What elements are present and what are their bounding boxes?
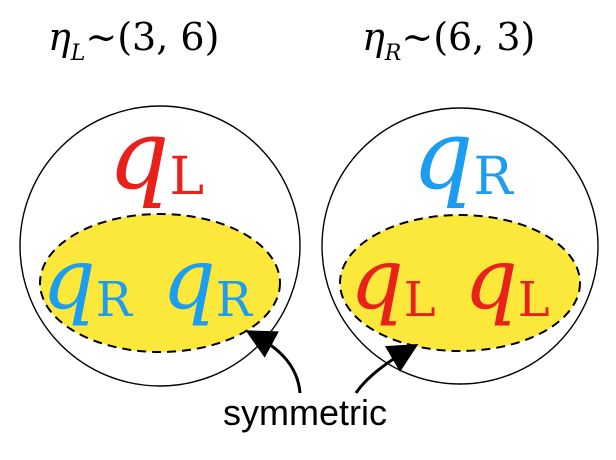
- left-heading-symbol: η: [48, 15, 71, 59]
- right-top-particle-letter: q: [412, 99, 473, 211]
- right-heading-subscript: R: [384, 41, 402, 66]
- left-top-particle-letter: q: [108, 99, 169, 211]
- right-heading: ηR∼(6, 3): [362, 15, 535, 66]
- left-pair-1-letter: q: [42, 230, 96, 328]
- left-pair-2-letter: q: [162, 230, 216, 328]
- right-pair-2-subscript: L: [518, 272, 550, 328]
- right-heading-relation: ∼(6, 3): [401, 15, 535, 59]
- left-pair-2-subscript: R: [216, 272, 254, 328]
- symmetric-caption: symmetric: [223, 392, 387, 433]
- right-top-particle: qR: [412, 99, 514, 211]
- left-heading-relation: ∼(3, 6): [85, 15, 219, 59]
- left-pair-particle-2: qR: [162, 230, 254, 328]
- right-pair-2-letter: q: [464, 230, 518, 328]
- left-heading-subscript: L: [70, 41, 86, 66]
- left-symmetric-ellipse: [39, 213, 281, 353]
- right-pair-particle-1: qL: [350, 230, 436, 328]
- right-symmetric-arrow: [354, 343, 419, 394]
- right-symmetric-ellipse: [339, 214, 581, 352]
- left-particle-circle: [19, 105, 301, 387]
- right-heading-symbol: η: [362, 15, 385, 59]
- left-symmetric-arrow: [245, 330, 302, 394]
- left-pair-particle-1: qR: [42, 230, 134, 328]
- right-top-particle-subscript: R: [473, 147, 514, 207]
- right-pair-1-subscript: L: [404, 272, 436, 328]
- left-pair-1-subscript: R: [96, 272, 134, 328]
- right-pair-1-letter: q: [350, 230, 404, 328]
- right-particle-circle: [321, 107, 599, 385]
- left-top-particle-subscript: L: [169, 147, 204, 207]
- left-top-particle: qL: [108, 99, 204, 211]
- left-heading: ηL∼(3, 6): [48, 15, 219, 66]
- right-pair-particle-2: qL: [464, 230, 550, 328]
